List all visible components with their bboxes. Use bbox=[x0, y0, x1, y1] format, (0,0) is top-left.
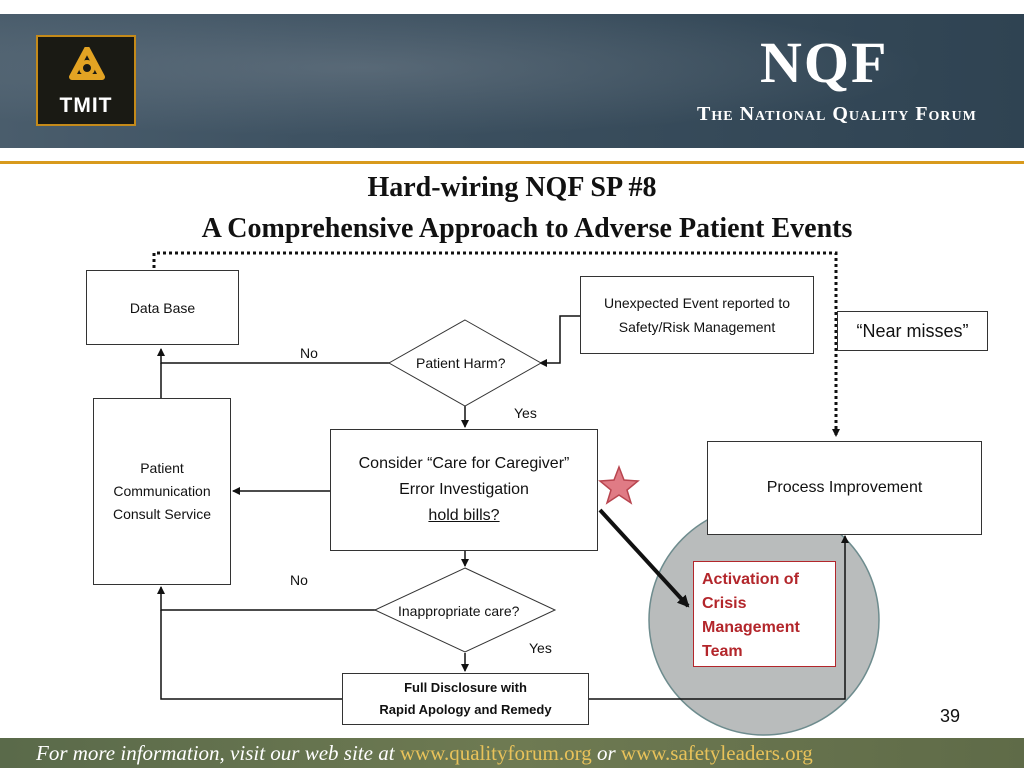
activation-line4: Team bbox=[702, 643, 743, 660]
hold-bills-text: hold bills? bbox=[428, 507, 500, 524]
data-base-label: Data Base bbox=[129, 299, 196, 316]
patient-comm-line2: Communication bbox=[113, 483, 211, 499]
footer-banner bbox=[0, 738, 1024, 768]
unexpected-event-label-line1: Unexpected Event reported to bbox=[603, 295, 790, 311]
nqf-logo-fullname: The National Quality Forum bbox=[697, 103, 977, 125]
header-banner bbox=[0, 14, 1024, 148]
slide-number: 39 bbox=[940, 706, 961, 726]
inappropriate-care-diamond bbox=[373, 567, 557, 653]
disclosure-line1: Full Disclosure with bbox=[404, 680, 527, 695]
disclosure-line2: Rapid Apology and Remedy bbox=[379, 702, 552, 717]
crisis-management-box: Activation of Crisis Management Team bbox=[693, 561, 836, 667]
activation-line3: Management bbox=[702, 619, 800, 636]
patient-comm-line1: Patient bbox=[140, 460, 184, 476]
full-disclosure-box: Full Disclosure with Rapid Apology and R… bbox=[342, 673, 589, 725]
consider-line1: Consider “Care for Caregiver” bbox=[358, 455, 570, 472]
near-misses-label: “Near misses” bbox=[856, 320, 969, 341]
patient-communication-box: Patient Communication Consult Service bbox=[93, 398, 231, 585]
no-label-patient-harm: No bbox=[300, 345, 318, 361]
footer-text: For more information, visit our web site… bbox=[36, 741, 813, 766]
no-label-inappropriate: No bbox=[290, 572, 308, 588]
tmit-logo-text: TMIT bbox=[59, 94, 113, 117]
process-improvement-box: Process Improvement bbox=[707, 441, 982, 535]
near-misses-box: “Near misses” bbox=[837, 311, 988, 351]
data-base-box: Data Base bbox=[86, 270, 239, 345]
consider-line2: Error Investigation bbox=[399, 481, 529, 498]
tmit-knot-icon bbox=[69, 47, 105, 80]
slide-title-line1: Hard-wiring NQF SP #8 bbox=[367, 172, 657, 203]
patient-comm-line3: Consult Service bbox=[112, 506, 212, 522]
header-divider bbox=[0, 161, 1024, 164]
slide-title-line2: A Comprehensive Approach to Adverse Pati… bbox=[201, 213, 853, 244]
patient-harm-diamond bbox=[387, 319, 543, 407]
star-icon bbox=[598, 464, 640, 505]
nqf-logo-abbrev: NQF bbox=[760, 30, 889, 95]
footer-or: or bbox=[596, 741, 616, 765]
unexpected-event-label-line2: Safety/Risk Management bbox=[618, 319, 776, 335]
yes-label-inappropriate: Yes bbox=[529, 640, 552, 656]
tmit-logo: TMIT bbox=[36, 35, 136, 126]
footer-link-safetyleaders[interactable]: www.safetyleaders.org bbox=[620, 741, 813, 765]
unexpected-event-box: Unexpected Event reported to Safety/Risk… bbox=[580, 276, 814, 354]
consider-care-box: Consider “Care for Caregiver” Error Inve… bbox=[330, 429, 598, 551]
yes-label-patient-harm: Yes bbox=[514, 405, 537, 421]
activation-line2: Crisis bbox=[702, 595, 747, 612]
inappropriate-care-label: Inappropriate care? bbox=[398, 603, 520, 619]
footer-prefix: For more information, visit our web site… bbox=[36, 741, 395, 765]
patient-harm-label: Patient Harm? bbox=[416, 355, 506, 371]
process-improvement-label: Process Improvement bbox=[766, 479, 923, 496]
header-background-photo bbox=[0, 14, 1024, 148]
activation-line1: Activation of bbox=[702, 571, 799, 588]
footer-link-qualityforum[interactable]: www.qualityforum.org bbox=[399, 741, 592, 765]
